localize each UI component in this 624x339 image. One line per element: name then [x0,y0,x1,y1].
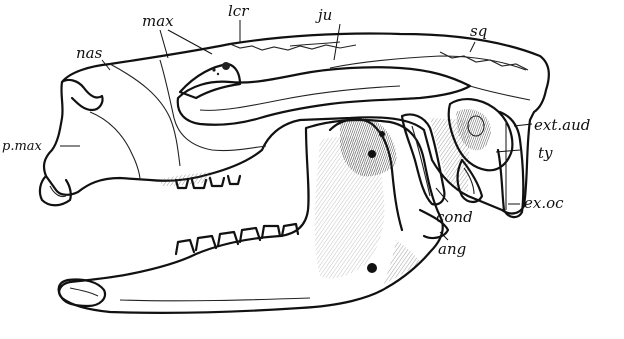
label-sq: sq [470,22,487,40]
labels: nas max lcr ju sq p.max ext.aud ty ex.oc… [2,2,590,258]
label-ty: ty [538,144,553,162]
label-ang: ang [438,240,466,258]
mandible [59,115,448,313]
lower-molars [176,224,298,254]
label-p-max: p.max [2,139,43,154]
label-ju: ju [315,6,332,24]
label-cond: cond [436,208,473,226]
label-ext-aud: ext.aud [534,116,590,134]
label-ex-oc: ex.oc [524,194,564,212]
label-lcr: lcr [228,2,249,20]
label-max: max [142,12,174,30]
label-nas: nas [76,44,103,62]
